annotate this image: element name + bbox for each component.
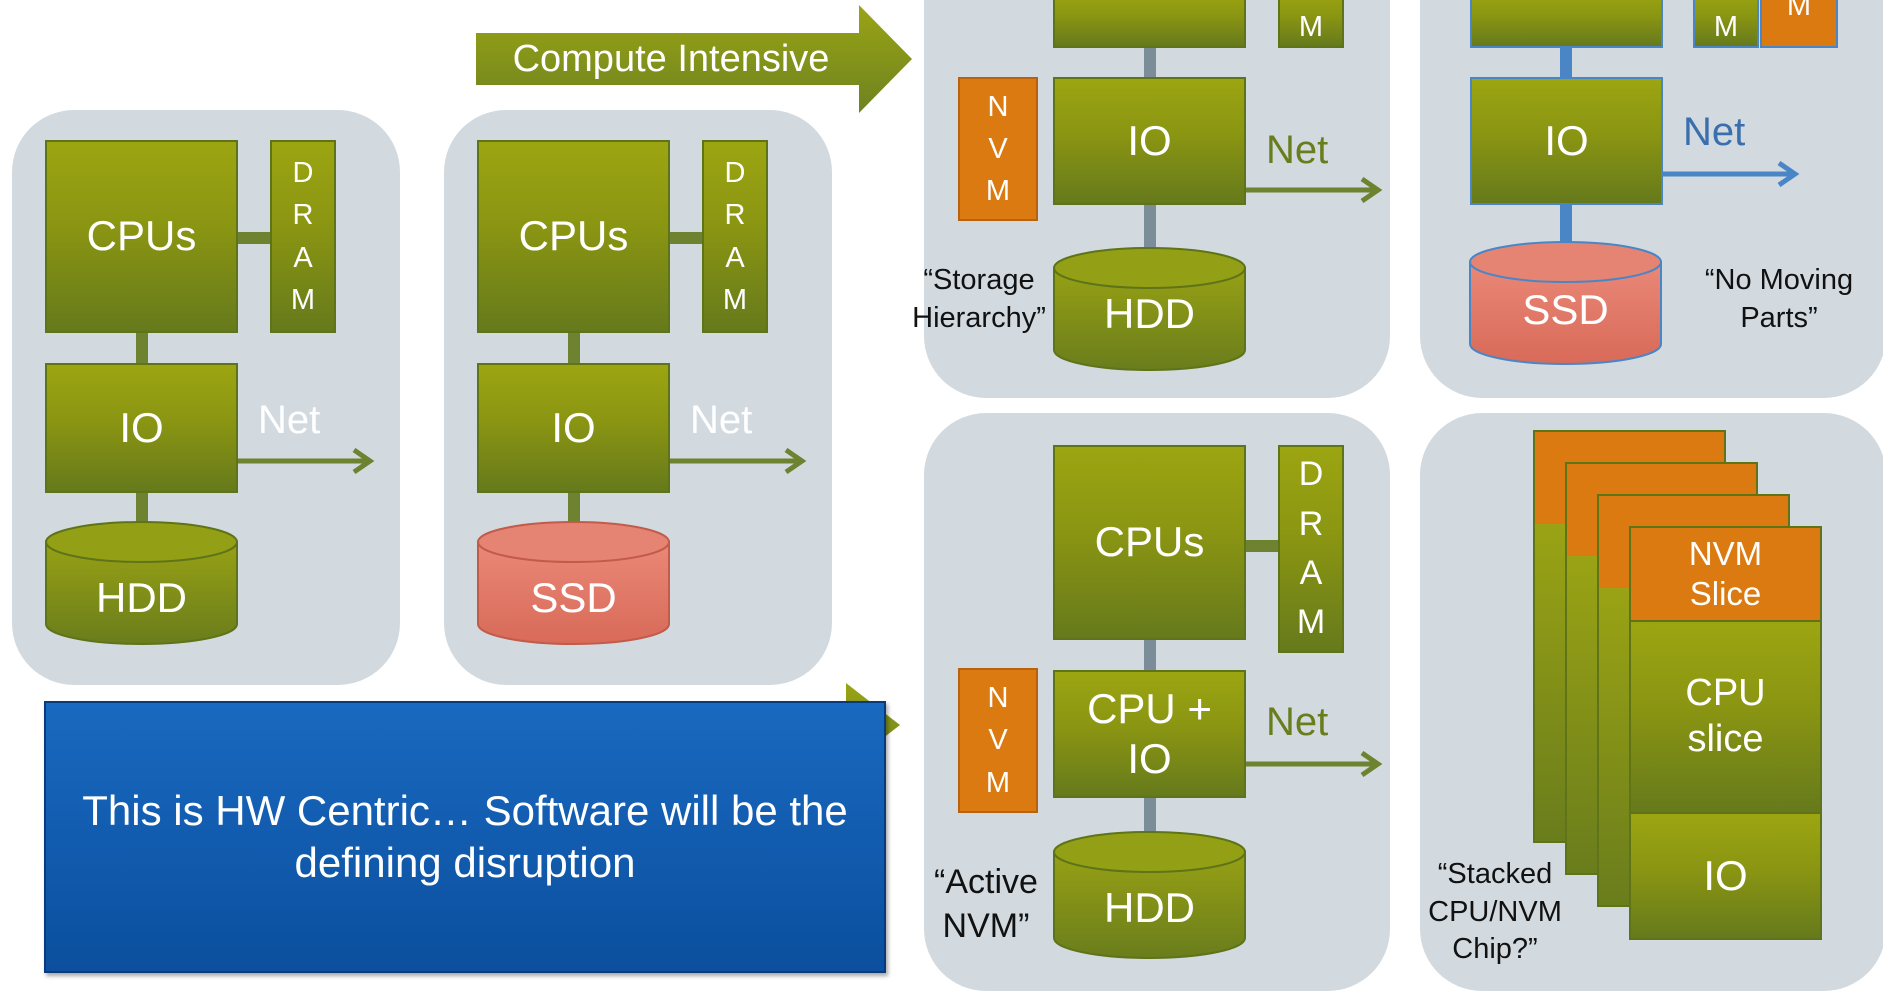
- cpu-slice-block: CPU slice: [1629, 620, 1822, 814]
- active-nvm-caption: “Active NVM”: [934, 863, 1038, 946]
- nvm-block: M: [1760, 0, 1838, 48]
- hdd-cylinder: HDD: [1052, 246, 1247, 372]
- nvm-block: NVM: [958, 668, 1038, 813]
- io-block: IO: [477, 363, 670, 493]
- dram-block: M: [1278, 0, 1344, 48]
- compute-intensive-arrow: Compute Intensive: [476, 5, 912, 113]
- hw-centric-banner: This is HW Centric… Software will be the…: [44, 701, 886, 973]
- banner-text: This is HW Centric… Software will be the…: [82, 786, 848, 887]
- net-arrow: [1663, 161, 1800, 187]
- io-block: IO: [1470, 77, 1663, 205]
- nvm-block: NVM: [958, 77, 1038, 221]
- io-block: IO: [1053, 77, 1246, 205]
- cpu-dram-connector: [238, 232, 270, 244]
- dram-block: DRAM: [702, 140, 768, 333]
- cpu-io-connector: [568, 330, 580, 365]
- cpu-io-connector: [1144, 45, 1156, 78]
- io-ssd-connector: [1560, 202, 1572, 252]
- dram-block: DRAM: [1278, 445, 1344, 653]
- io-ssd-connector: [568, 490, 580, 530]
- compute-intensive-label: Compute Intensive: [512, 37, 830, 80]
- net-label: Net: [1266, 700, 1329, 744]
- nvm-slice-block: NVM Slice: [1629, 526, 1822, 622]
- cpu-dram-connector: [1246, 540, 1278, 552]
- net-label: Net: [1683, 110, 1746, 154]
- net-label: Net: [690, 398, 753, 442]
- cpus-block: CPUs: [477, 140, 670, 333]
- dram-block: M: [1693, 0, 1759, 48]
- net-label: Net: [1266, 128, 1329, 172]
- io-slice-block: IO: [1629, 812, 1822, 940]
- cpu-io-connector: [1560, 45, 1572, 78]
- io-hdd-connector: [136, 490, 148, 530]
- hdd-cylinder: HDD: [1052, 830, 1247, 960]
- io-hdd-connector: [1144, 796, 1156, 836]
- net-label: Net: [258, 398, 321, 442]
- cpu-io-connector: [136, 330, 148, 365]
- cpus-block: CPUs: [1053, 445, 1246, 640]
- ssd-cylinder: SSD: [1468, 240, 1663, 366]
- io-hdd-connector: [1144, 202, 1156, 252]
- cpus-block: [1470, 0, 1663, 48]
- io-block: IO: [45, 363, 238, 493]
- hdd-cylinder: HDD: [44, 520, 239, 646]
- net-arrow: [1246, 751, 1383, 777]
- no-moving-parts-caption: “No Moving Parts”: [1704, 264, 1854, 334]
- cpus-block: CPUs: [45, 140, 238, 333]
- cpu-dram-connector: [670, 232, 702, 244]
- net-arrow: [1246, 177, 1383, 203]
- dram-block: DRAM: [270, 140, 336, 333]
- cpu-io-block: CPU + IO: [1053, 670, 1246, 798]
- net-arrow: [238, 448, 375, 474]
- cpus-block: [1053, 0, 1246, 48]
- stacked-chip-caption: “Stacked CPU/NVM Chip?”: [1428, 858, 1562, 966]
- net-arrow: [670, 448, 807, 474]
- storage-hierarchy-caption: “Storage Hierarchy”: [912, 264, 1046, 334]
- cpu-io-connector: [1144, 638, 1156, 672]
- ssd-cylinder: SSD: [476, 520, 671, 646]
